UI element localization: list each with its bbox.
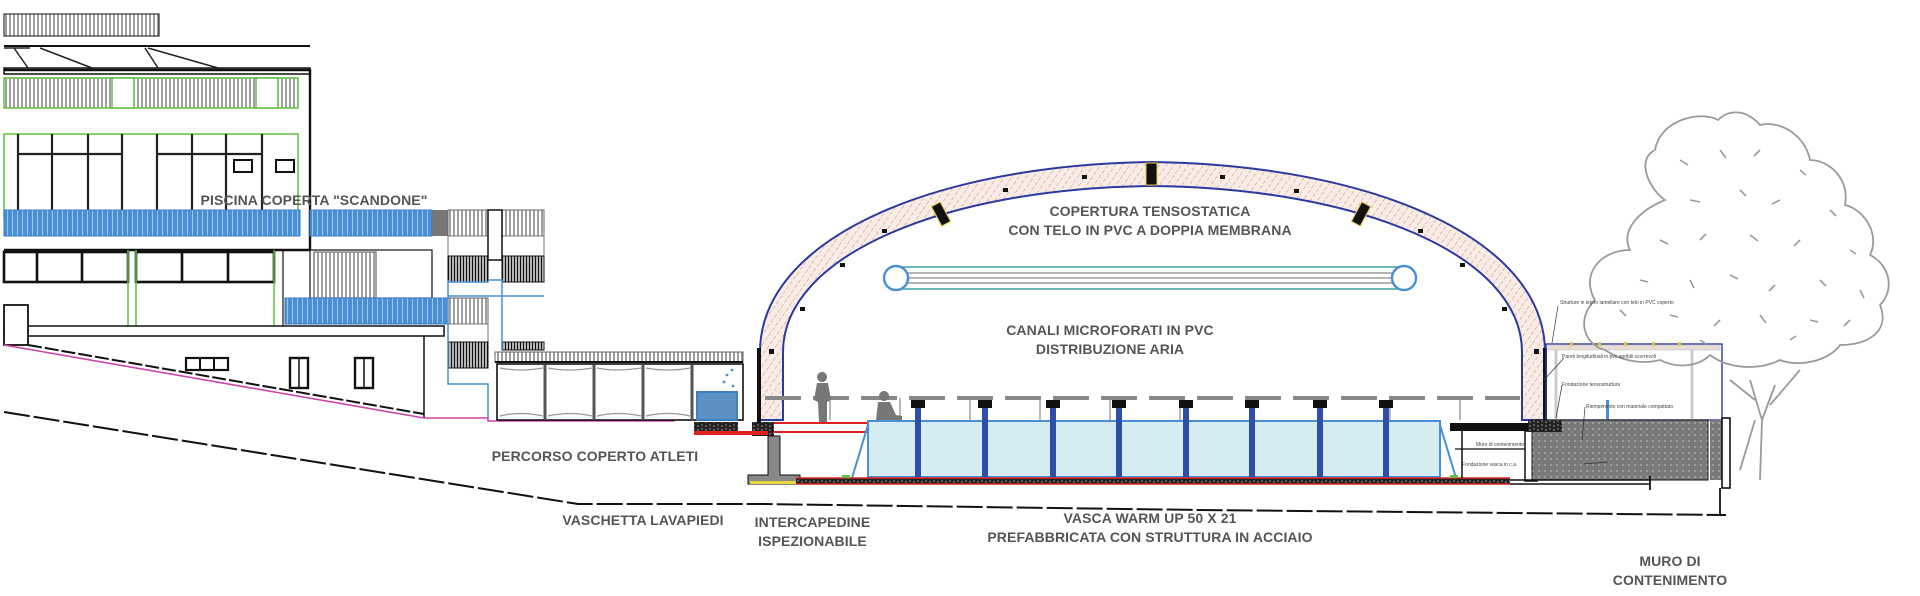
annotation-foundation: Fondazione tensostruttura — [1562, 382, 1621, 388]
annotation-pool-foundation: Fondazione vasca in c.a. — [1462, 462, 1518, 468]
annotation-retaining: Muro di contenimento — [1476, 442, 1525, 448]
gap-label-line1: INTERCAPEDINE — [754, 514, 871, 530]
wall-label-line2: CONTENIMENTO — [1612, 572, 1728, 588]
person-sitting — [876, 391, 902, 420]
retaining-wall — [1510, 305, 1731, 515]
wall-label-line1: MURO DI — [1639, 553, 1701, 569]
warm-up-pool — [738, 372, 1540, 485]
pool-label-line2: PREFABBRICATA CON STRUTTURA IN ACCIAIO — [987, 529, 1313, 545]
footbath-label: VASCHETTA LAVAPIEDI — [562, 512, 724, 528]
tensile-dome — [757, 160, 1547, 428]
covered-path — [494, 351, 744, 435]
annotation-structure: Strutture in legno lamellare con telo in… — [1560, 300, 1674, 306]
pool-label-line1: VASCA WARM UP 50 X 21 — [1063, 510, 1237, 526]
covered-path-label: PERCORSO COPERTO ATLETI — [491, 448, 699, 464]
roof-label-line1: COPERTURA TENSOSTATICA — [1049, 203, 1251, 219]
pool-pillars — [915, 405, 1389, 477]
existing-building — [2, 13, 1727, 516]
gap-label-line2: ISPEZIONABILE — [758, 533, 867, 549]
roof-label-line2: CON TELO IN PVC A DOPPIA MEMBRANA — [1008, 222, 1292, 238]
annotation-fill: Riempimento con materiale compattato — [1586, 404, 1673, 410]
existing-pool-label: PISCINA COPERTA "SCANDONE" — [200, 192, 428, 208]
person-standing — [814, 372, 831, 423]
ducts-label-line1: CANALI MICROFORATI IN PVC — [1006, 322, 1214, 338]
ducts-label-line2: DISTRIBUZIONE ARIA — [1035, 341, 1185, 357]
annotation-side-walls: Pareti longitudinali in pvc apribili sco… — [1562, 354, 1656, 360]
tree — [1583, 111, 1890, 481]
